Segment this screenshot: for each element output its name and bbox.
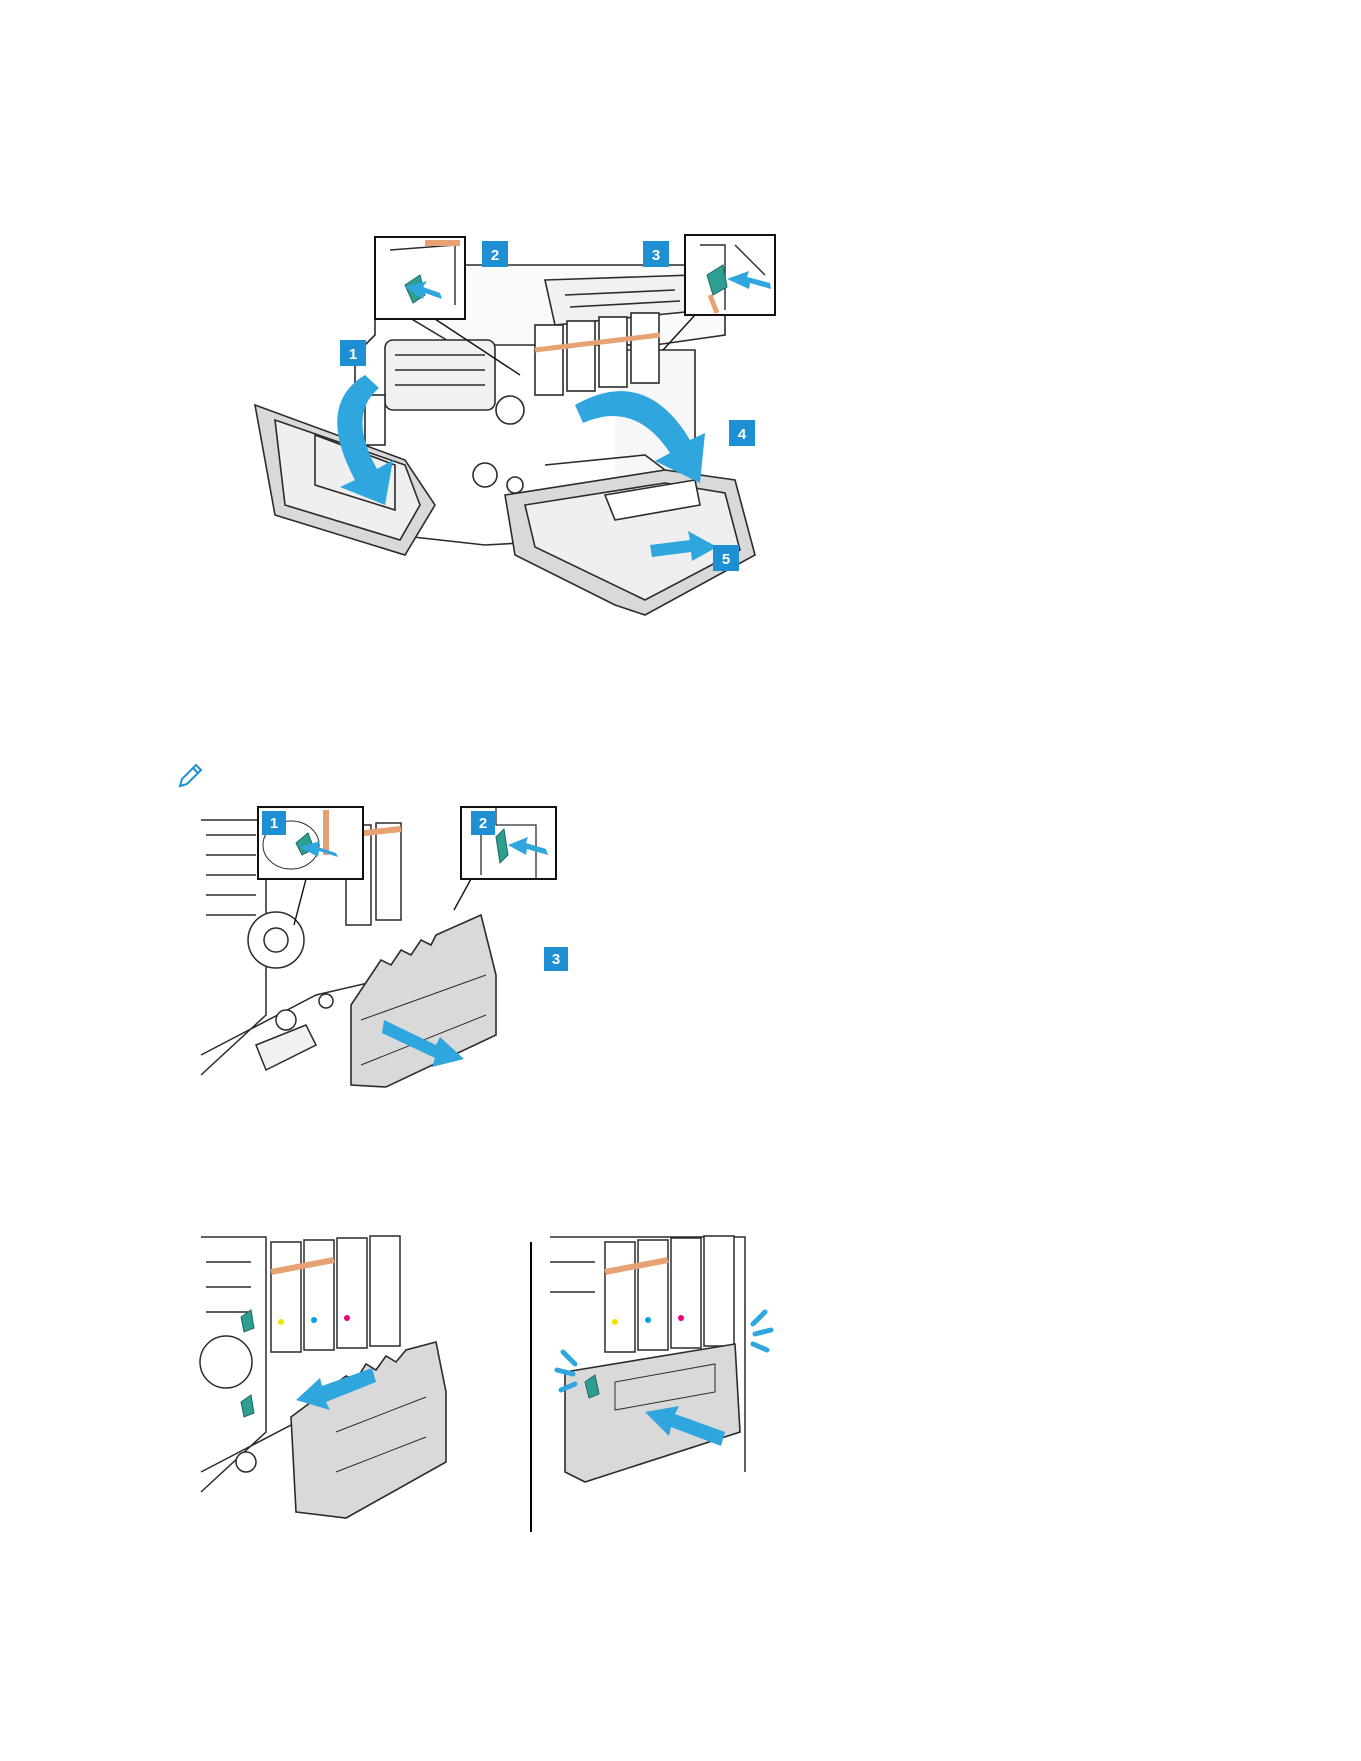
- waste-toner-bottle: [351, 915, 496, 1087]
- insert-waste-bottle-illustration: [196, 1232, 506, 1532]
- push-into-place-illustration: [545, 1232, 805, 1532]
- callout-2: 2: [482, 241, 508, 267]
- click-right-icon: [753, 1312, 771, 1350]
- waste-toner-bottle: [291, 1342, 446, 1518]
- callout-3: 3: [643, 241, 669, 267]
- callout-1: 1: [340, 340, 366, 366]
- callout-4: 4: [729, 420, 755, 446]
- svg-text:4: 4: [738, 426, 747, 443]
- svg-text:5: 5: [722, 551, 730, 568]
- panel-divider: [530, 1242, 532, 1532]
- printer-open-doors-illustration: 1 2 3 4 5: [255, 255, 875, 695]
- figure-remove-waste-bottle: 1 2 3: [196, 815, 596, 1095]
- callout-1: 1: [262, 811, 286, 835]
- figure-open-doors: 1 2 3 4 5: [255, 255, 875, 695]
- svg-text:3: 3: [652, 247, 660, 264]
- svg-text:2: 2: [491, 247, 499, 264]
- pencil-note-icon: [176, 760, 206, 795]
- callout-2: 2: [471, 811, 495, 835]
- svg-text:1: 1: [270, 815, 278, 832]
- callout-5: 5: [713, 545, 739, 571]
- callout-3: 3: [544, 947, 568, 971]
- svg-text:3: 3: [552, 951, 560, 968]
- figure-insert-waste-bottle: [196, 1232, 506, 1532]
- remove-waste-bottle-illustration: 1 2 3: [196, 815, 596, 1095]
- inset-2-latch: [454, 807, 556, 910]
- figure-push-into-place: [545, 1232, 805, 1532]
- svg-text:1: 1: [349, 346, 357, 363]
- svg-text:2: 2: [479, 815, 487, 832]
